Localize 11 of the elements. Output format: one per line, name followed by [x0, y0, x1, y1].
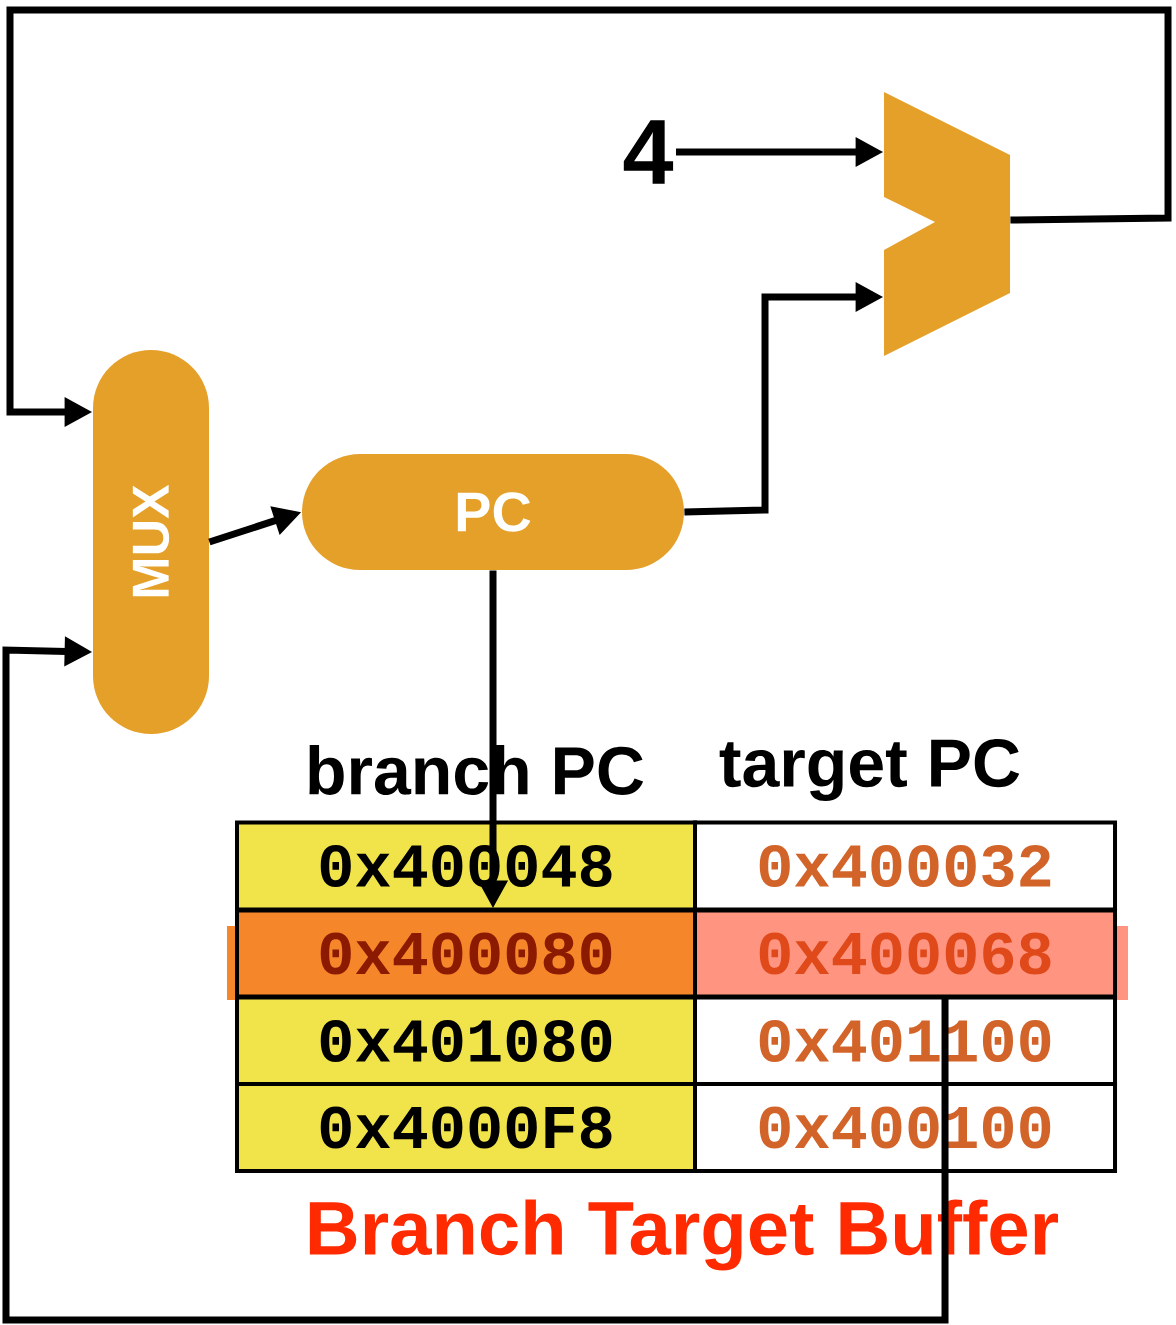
highlighted-cell: 0x400068 — [693, 908, 1128, 1000]
input-constant: 4 — [623, 120, 674, 184]
highlighted-cell: 0x400080 — [227, 908, 697, 1000]
adder-shape — [884, 92, 1010, 356]
column-header: target PC — [719, 739, 1020, 801]
table-cell: 0x401080 — [235, 995, 697, 1087]
mux-box: MUX — [93, 350, 209, 734]
table-cell: 0x4000F8 — [235, 1082, 697, 1173]
register-box: PC — [302, 454, 684, 570]
arrow — [2, 636, 949, 1324]
table-cell: 0x400032 — [693, 820, 1117, 912]
